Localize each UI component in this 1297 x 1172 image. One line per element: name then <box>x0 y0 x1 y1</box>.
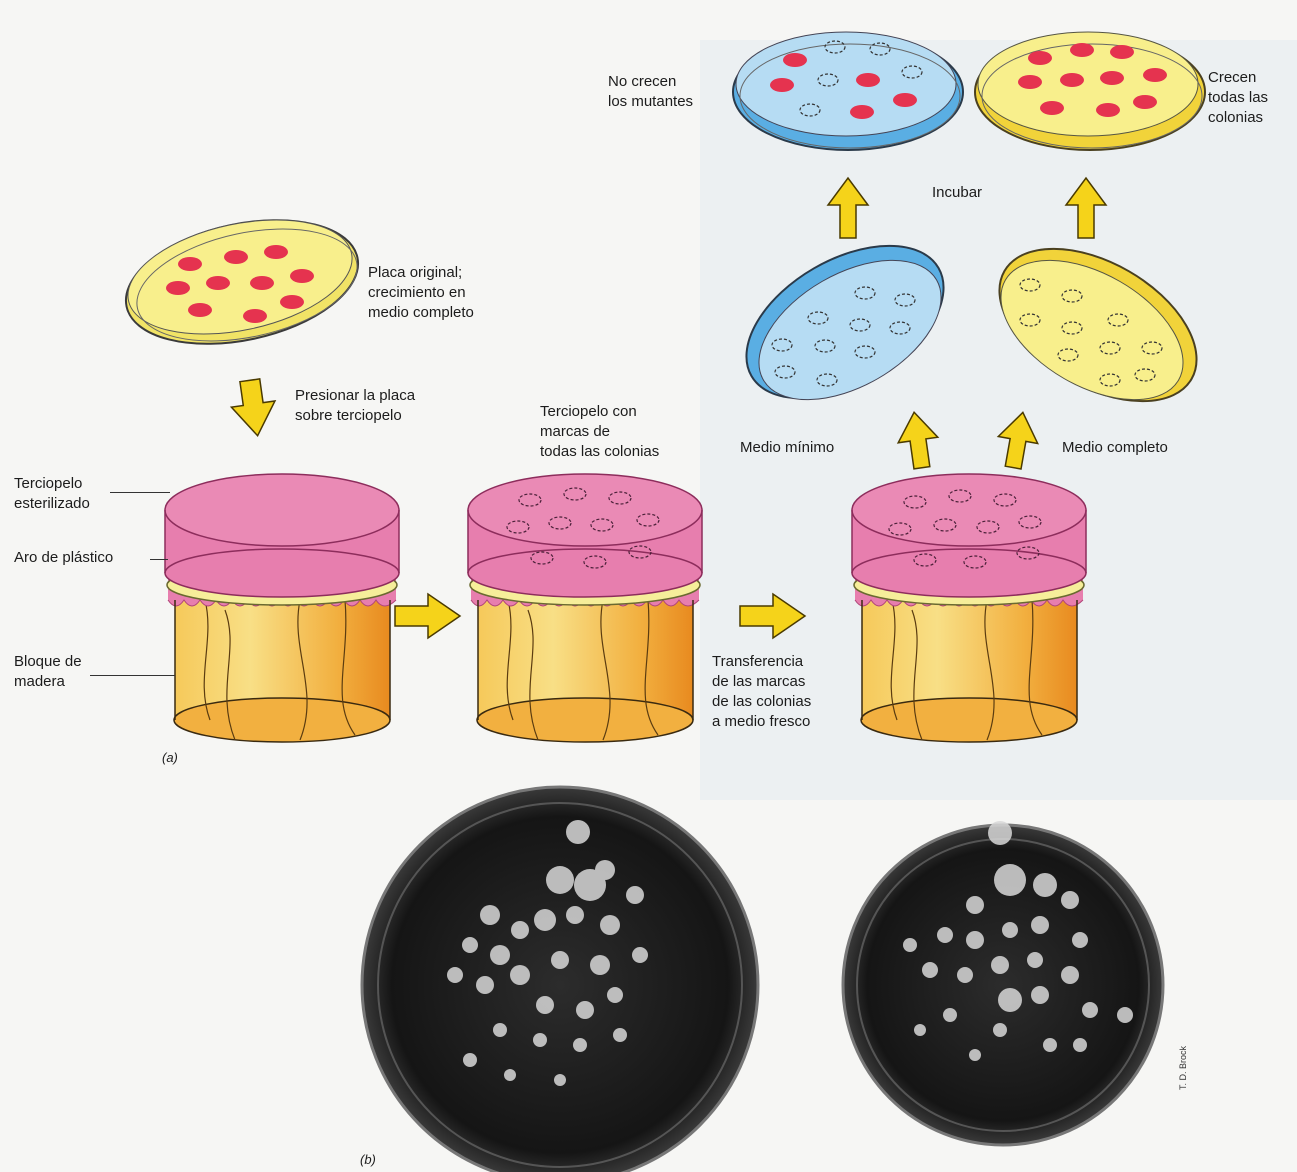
panel-label-b: (b) <box>360 1150 376 1170</box>
label-sterilized-velvet: Terciopelo esterilizado <box>14 474 90 514</box>
label-wood-block: Bloque de madera <box>14 652 82 692</box>
label-press-plate: Presionar la placa sobre terciopelo <box>295 386 415 426</box>
label-minimal-medium: Medio mínimo <box>740 438 834 458</box>
panel-label-a: (a) <box>162 748 178 768</box>
leader-ring <box>150 559 168 560</box>
photo-plate-left <box>362 787 758 1172</box>
leader-wood <box>90 675 175 676</box>
velvet-block-3 <box>852 474 1086 742</box>
velvet-block-2 <box>468 474 702 742</box>
original-plate <box>115 201 370 364</box>
arrow-up-complete <box>993 409 1042 471</box>
photo-plate-right <box>843 821 1163 1145</box>
minimal-medium-plate <box>720 214 969 429</box>
label-plastic-ring: Aro de plástico <box>14 548 113 568</box>
arrow-right-1 <box>395 594 460 638</box>
press-arrow <box>228 377 279 439</box>
photo-credit: T. D. Brock <box>1178 1046 1188 1090</box>
label-incubate: Incubar <box>932 183 982 203</box>
label-transfer: Transferencia de las marcas de las colon… <box>712 652 811 732</box>
label-complete-medium: Medio completo <box>1062 438 1168 458</box>
velvet-block-1 <box>165 474 399 742</box>
label-all-grow: Crecen todas las colonias <box>1208 68 1268 128</box>
result-plate-minimal <box>733 32 963 150</box>
leader-velvet <box>110 492 170 493</box>
label-no-growth: No crecen los mutantes <box>608 72 693 112</box>
incubate-arrow-right <box>1066 178 1106 238</box>
complete-medium-plate <box>973 217 1222 432</box>
incubate-arrow-left <box>828 178 868 238</box>
label-velvet-marks: Terciopelo con marcas de todas las colon… <box>540 402 659 462</box>
label-original-plate: Placa original; crecimiento en medio com… <box>368 263 474 323</box>
result-plate-complete <box>975 32 1205 150</box>
arrow-right-2 <box>740 594 805 638</box>
arrow-up-minimal <box>894 409 941 470</box>
